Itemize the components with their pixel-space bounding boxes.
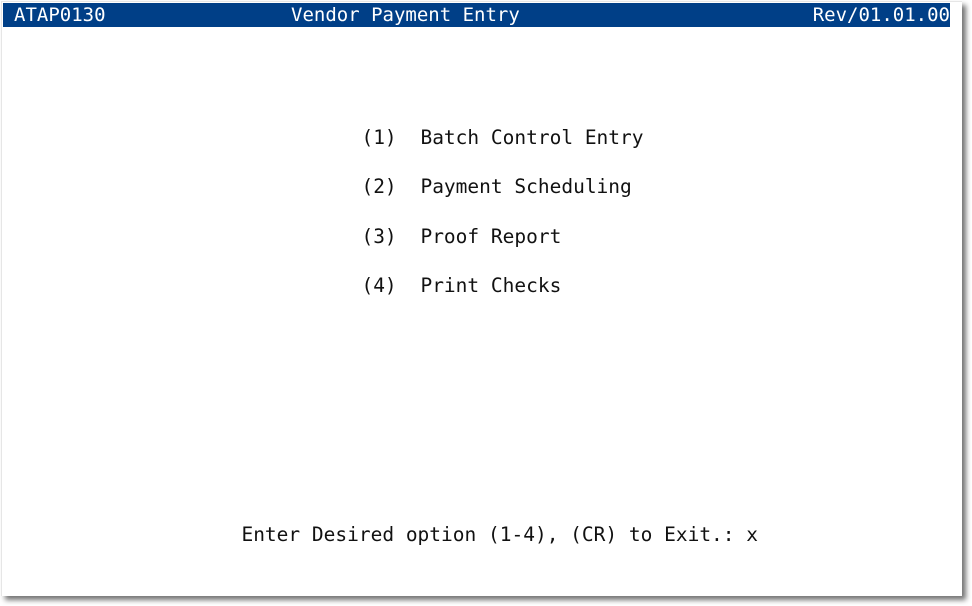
menu-item-batch-control-entry[interactable]: (1) Batch Control Entry <box>291 102 644 174</box>
menu-item-label: Proof Report <box>420 225 562 248</box>
menu-item-number: (2) <box>361 175 397 198</box>
program-id: ATAP0130 <box>14 4 106 26</box>
menu-item-label: Print Checks <box>420 274 562 297</box>
option-input[interactable]: x <box>746 523 759 546</box>
menu-item-number: (3) <box>361 225 397 248</box>
prompt-label: Enter Desired option (1-4), (CR) to Exit… <box>241 523 735 546</box>
option-prompt: Enter Desired option (1-4), (CR) to Exit… <box>171 499 758 571</box>
screen-title: Vendor Payment Entry <box>291 4 520 26</box>
title-bar: ATAP0130 Vendor Payment Entry Rev/01.01.… <box>3 3 950 27</box>
revision-label: Rev/01.01.00 <box>812 4 950 26</box>
menu-item-print-checks[interactable]: (4) Print Checks <box>291 250 561 322</box>
menu-item-number: (4) <box>361 274 397 297</box>
menu-list: (1) Batch Control Entry (2) Payment Schedu… <box>2 2 962 596</box>
menu-item-proof-report[interactable]: (3) Proof Report <box>291 201 561 273</box>
terminal-window: ATAP0130 Vendor Payment Entry Rev/01.01.… <box>1 1 962 596</box>
menu-item-label: Payment Scheduling <box>420 175 632 198</box>
menu-item-label: Batch Control Entry <box>420 126 644 149</box>
menu-item-number: (1) <box>361 126 397 149</box>
menu-item-payment-scheduling[interactable]: (2) Payment Scheduling <box>291 151 632 223</box>
